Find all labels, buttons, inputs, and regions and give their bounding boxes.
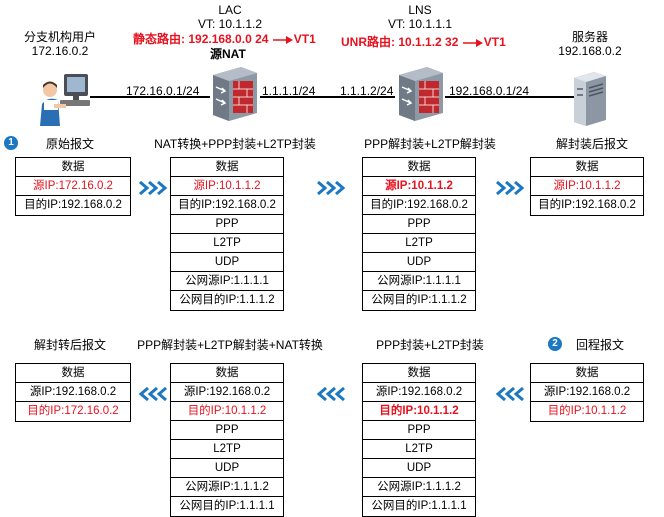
link-label-lac-out: 1.1.1.1/24	[262, 84, 316, 98]
lns-route-prefix: UNR路由:	[341, 35, 399, 49]
packet-field: 公网目的IP:1.1.1.2	[179, 294, 275, 306]
packet-field: 目的IP:192.168.0.2	[24, 199, 122, 211]
stage-title: 解封转后报文	[33, 338, 106, 352]
link-user-lac	[90, 96, 210, 98]
packet-field: 目的IP:10.1.1.2	[363, 402, 475, 421]
double-chevron-left-icon	[316, 387, 345, 401]
stage-title: PPP解封装+L2TP解封装	[364, 137, 496, 151]
packet-table: 数据源IP:172.16.0.2 目的IP:192.168.0.2	[15, 157, 131, 216]
lns-unr-route: UNR路由: 10.1.1.2 32 VT1	[341, 35, 506, 49]
lns-vt: VT: 10.1.1.1	[387, 17, 453, 31]
stage-title: 原始报文	[45, 137, 94, 151]
packet-field: 源IP:192.168.0.2	[531, 383, 643, 402]
double-chevron-right-icon	[317, 181, 346, 195]
step-badge: 1	[4, 136, 18, 150]
lns-route-detail: 10.1.1.2 32	[398, 35, 459, 49]
packet-field: 公网源IP:1.1.1.2	[171, 478, 283, 497]
packet-table: 数据源IP:10.1.1.2 目的IP:192.168.0.2	[530, 157, 644, 216]
lac-route-detail: 192.168.0.0 24	[188, 32, 269, 46]
user-ip: 172.16.0.2	[31, 44, 89, 58]
lac-name: LAC	[218, 3, 242, 17]
packet-field: 数据	[16, 364, 130, 383]
double-chevron-left-icon	[138, 387, 167, 401]
step-badge: 2	[548, 337, 562, 351]
server-icon	[574, 72, 606, 126]
packet-field: 数据	[171, 364, 283, 383]
packet-field: 目的IP:192.168.0.2	[538, 199, 636, 211]
packet-field: UDP	[363, 253, 475, 272]
link-label-lns-server: 192.168.0.1/24	[449, 84, 530, 98]
packet-field: L2TP	[171, 234, 283, 253]
packet-field: 数据	[363, 364, 475, 383]
packet-field: 公网源IP:1.1.1.1	[363, 272, 475, 291]
stage-title: 回程报文	[575, 338, 624, 352]
lac-vt: VT: 10.1.1.2	[197, 17, 263, 31]
packet-field: 源IP:10.1.1.2	[171, 177, 283, 196]
link-label-user-lac: 172.16.0.1/24	[126, 84, 200, 98]
packet-field: UDP	[171, 459, 283, 478]
lns-name: LNS	[408, 3, 432, 17]
firewall-icon	[399, 67, 443, 121]
stage-title: NAT转换+PPP封装+L2TP封装	[154, 137, 316, 151]
packet-field: UDP	[363, 459, 475, 478]
packet-field: 目的IP:10.1.1.2	[171, 402, 283, 421]
packet-field: 源IP:192.168.0.2	[16, 383, 130, 402]
link-label-lns-in: 1.1.1.2/24	[340, 84, 394, 98]
packet-field: 源IP:10.1.1.2	[363, 177, 475, 196]
packet-field: 公网源IP:1.1.1.1	[171, 272, 283, 291]
firewall-icon	[213, 67, 257, 121]
packet-field: 目的IP:192.168.0.2	[171, 196, 283, 215]
packet-field: PPP	[363, 421, 475, 440]
server-label: 服务器	[571, 30, 608, 44]
stage-title: 解封装后报文	[555, 137, 628, 151]
packet-field: L2TP	[363, 440, 475, 459]
double-chevron-right-icon	[139, 181, 168, 195]
packet-field: L2TP	[363, 234, 475, 253]
double-chevron-right-icon	[496, 181, 525, 195]
packet-table: 数据源IP:192.168.0.2 目的IP:172.16.0.2	[15, 363, 131, 422]
arrow-right-icon	[462, 38, 483, 47]
lac-nat-label: 源NAT	[210, 47, 246, 61]
packet-field: UDP	[171, 253, 283, 272]
lac-route-prefix: 静态路由:	[133, 32, 189, 46]
packet-field: 目的IP:172.16.0.2	[27, 405, 119, 417]
packet-field: PPP	[171, 215, 283, 234]
link-lac-lns	[260, 96, 395, 98]
double-chevron-left-icon	[495, 387, 524, 401]
user-label: 分支机构用户	[23, 30, 96, 44]
packet-field: 公网目的IP:1.1.1.1	[371, 500, 467, 512]
packet-field: 数据	[363, 158, 475, 177]
packet-field: 公网目的IP:1.1.1.1	[179, 500, 275, 512]
packet-field: PPP	[171, 421, 283, 440]
packet-field: 数据	[16, 158, 130, 177]
packet-field: 目的IP:192.168.0.2	[363, 196, 475, 215]
lac-static-route: 静态路由: 192.168.0.0 24 VT1	[133, 32, 316, 46]
user-pc-icon	[40, 74, 90, 126]
link-lns-server	[445, 96, 575, 98]
packet-field: 源IP:172.16.0.2	[16, 177, 130, 196]
server-ip: 192.168.0.2	[558, 44, 622, 58]
packet-field: 公网目的IP:1.1.1.2	[371, 294, 467, 306]
packet-field: 源IP:192.168.0.2	[363, 383, 475, 402]
lac-route-target: VT1	[293, 32, 316, 46]
stage-title: PPP封装+L2TP封装	[376, 338, 484, 352]
packet-field: 数据	[531, 364, 643, 383]
lns-route-target: VT1	[483, 35, 506, 49]
stage-title: PPP解封装+L2TP解封装+NAT转换	[137, 338, 323, 352]
packet-field: 目的IP:10.1.1.2	[547, 405, 627, 417]
arrow-right-icon	[272, 35, 293, 44]
packet-field: 源IP:10.1.1.2	[531, 177, 643, 196]
packet-field: L2TP	[171, 440, 283, 459]
packet-field: 数据	[171, 158, 283, 177]
packet-field: PPP	[363, 215, 475, 234]
packet-field: 数据	[531, 158, 643, 177]
packet-field: 源IP:192.168.0.2	[171, 383, 283, 402]
packet-table: 数据源IP:192.168.0.2 目的IP:10.1.1.2	[530, 363, 644, 422]
packet-field: 公网源IP:1.1.1.2	[363, 478, 475, 497]
